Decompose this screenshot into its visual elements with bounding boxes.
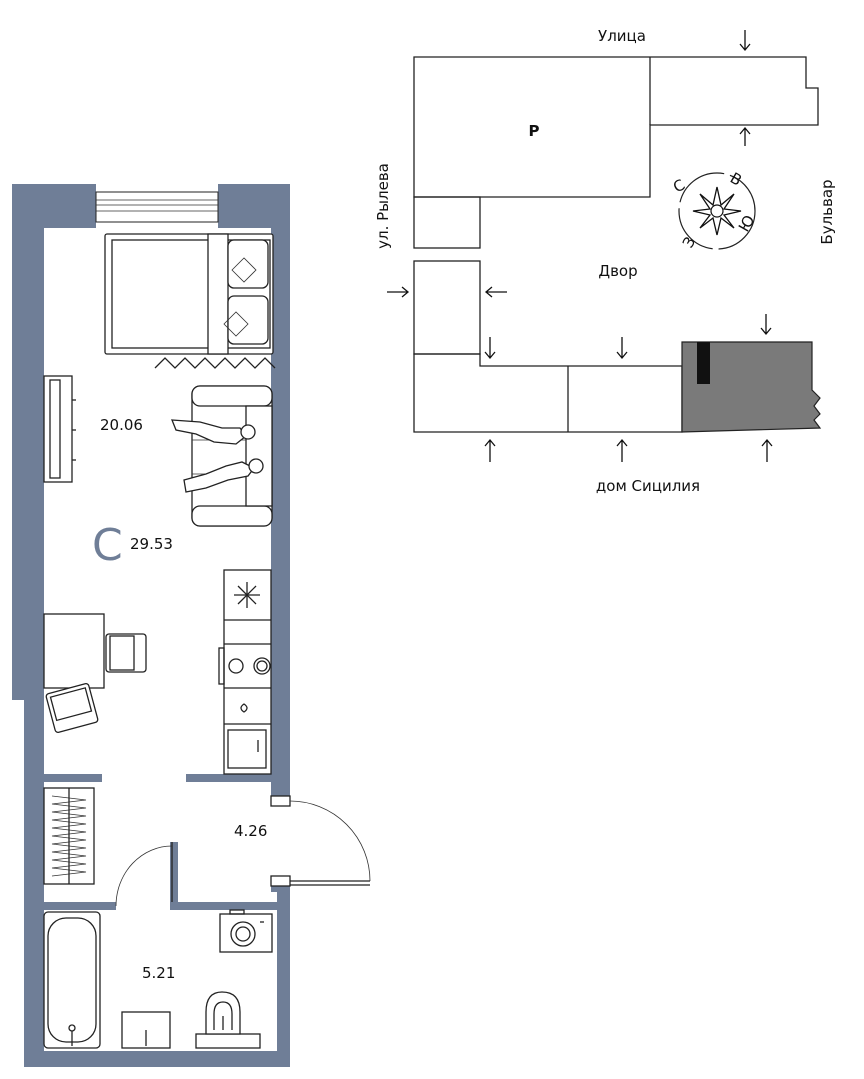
building-mark: Р xyxy=(529,122,540,140)
site-plan: Улица ул. Рылева Бульвар Двор дом Сицили… xyxy=(374,27,836,495)
bed xyxy=(104,233,276,369)
arrow-icon xyxy=(484,286,507,298)
arrow-icon xyxy=(387,286,410,298)
faucet-icon xyxy=(240,703,248,713)
section-core xyxy=(697,342,710,384)
entrance-door xyxy=(270,795,371,887)
arrow-icon xyxy=(760,314,772,336)
arrow-icon xyxy=(616,438,628,462)
arrow-icon xyxy=(739,126,751,146)
street-left-label: ул. Рылева xyxy=(374,163,392,249)
wardrobe xyxy=(43,787,95,885)
compass-north: С xyxy=(670,176,688,197)
tv-stand xyxy=(43,375,76,483)
people-figure-icon xyxy=(171,419,264,493)
entrance-arrows xyxy=(387,30,773,462)
washing-machine xyxy=(219,909,273,953)
highlighted-section xyxy=(681,341,822,433)
arrow-icon xyxy=(484,337,496,360)
apartment-plan: 20.06 С 29.53 xyxy=(12,184,371,1067)
compass-south: Ю xyxy=(735,212,759,235)
bathroom-door xyxy=(115,842,173,907)
total-area-mark: С xyxy=(92,520,123,571)
bathroom-area: 5.21 xyxy=(142,964,175,982)
bathroom-sink xyxy=(121,1011,171,1049)
kitchen-sink xyxy=(227,729,267,769)
total-area: 29.53 xyxy=(130,535,173,553)
courtyard-label: Двор xyxy=(598,262,637,280)
hallway-area: 4.26 xyxy=(234,822,267,840)
compass-east: В xyxy=(727,169,745,190)
bathtub xyxy=(43,911,101,1049)
sofa xyxy=(191,385,273,527)
neighbor-building-label: дом Сицилия xyxy=(596,477,700,495)
arrow-icon xyxy=(616,337,628,360)
window xyxy=(95,191,219,223)
stove-icon xyxy=(218,647,271,685)
toilet xyxy=(195,991,261,1049)
bottom-building xyxy=(413,260,822,433)
top-building: Р xyxy=(413,56,819,249)
compass-rose-icon: С В Ю З xyxy=(670,169,759,251)
arrow-icon xyxy=(739,30,751,52)
snowflake-icon xyxy=(234,582,260,608)
arrow-icon xyxy=(761,438,773,462)
street-top-label: Улица xyxy=(598,27,646,45)
living-room-area: 20.06 xyxy=(100,416,143,434)
walls xyxy=(12,184,290,1067)
street-right-label: Бульвар xyxy=(818,179,836,244)
desk xyxy=(43,613,147,733)
arrow-icon xyxy=(484,438,496,462)
